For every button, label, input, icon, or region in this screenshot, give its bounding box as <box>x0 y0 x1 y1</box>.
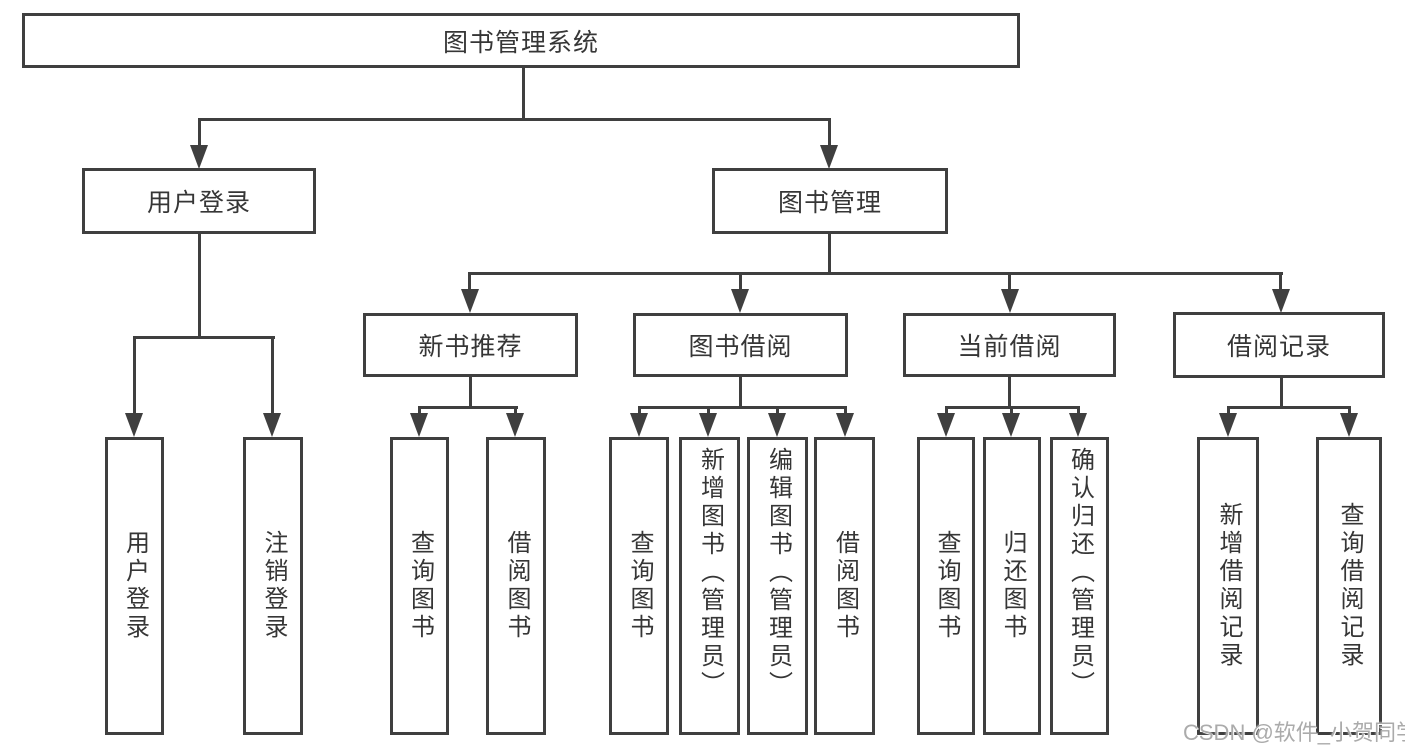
leaf-borrow-books: 借阅图书 <box>814 437 875 735</box>
connector-leaf-stem <box>418 406 421 416</box>
leaf-edit-books-label: 编辑图书（管理员） <box>764 447 792 699</box>
connector-leaf-stem <box>844 406 847 416</box>
connector-leaf-rail <box>418 406 518 409</box>
connector-leaf-stem <box>707 406 710 416</box>
node-new-book-recommend: 新书推荐 <box>363 313 578 377</box>
connector-branch-down <box>1008 375 1011 409</box>
connector-user-login-stem <box>198 118 201 148</box>
leaf-borrow-books-recommend: 借阅图书 <box>486 437 546 735</box>
leaf-logout: 注销登录 <box>243 437 303 735</box>
node-new-book-recommend-label: 新书推荐 <box>418 333 523 361</box>
connector-branch-stem <box>468 272 471 292</box>
node-library-system-label: 图书管理系统 <box>442 28 599 57</box>
arrow-down-icon <box>1272 289 1290 313</box>
connector-leaf-rail <box>1227 406 1351 409</box>
node-book-borrow: 图书借阅 <box>633 313 848 377</box>
connector-book-mgmt-stem <box>828 118 831 148</box>
csdn-watermark: CSDN @软件_小贺同学 <box>1183 720 1405 745</box>
connector-book-mgmt-down <box>828 232 831 274</box>
leaf-add-borrow-record: 新增借阅记录 <box>1197 437 1259 735</box>
connector-branch-down <box>1280 376 1283 409</box>
arrow-down-icon <box>937 413 955 437</box>
leaf-query-books-label: 查询图书 <box>406 530 434 642</box>
arrow-down-icon <box>263 413 281 437</box>
arrow-down-icon <box>1002 413 1020 437</box>
leaf-query-books-label: 查询图书 <box>933 530 960 642</box>
connector-leaf-rail <box>638 406 847 409</box>
node-library-system: 图书管理系统 <box>22 13 1020 68</box>
connector-leaf-stem <box>638 406 641 416</box>
connector-leaf-stem <box>776 406 779 416</box>
leaf-borrow-books-label: 借阅图书 <box>831 530 859 642</box>
arrow-down-icon <box>125 413 143 437</box>
connector-level2-rail <box>198 118 831 121</box>
leaf-borrow-books-label: 借阅图书 <box>503 530 530 642</box>
node-book-management: 图书管理 <box>712 168 948 234</box>
leaf-confirm-return-label: 确认归还（管理员） <box>1066 447 1094 699</box>
connector-user-login-down <box>198 232 201 338</box>
leaf-query-books-recommend: 查询图书 <box>390 437 449 735</box>
leaf-add-books-admin: 新增图书（管理员） <box>679 437 740 735</box>
leaf-query-borrow-record: 查询借阅记录 <box>1316 437 1382 735</box>
arrow-down-icon <box>1219 413 1237 437</box>
arrow-down-icon <box>1340 413 1358 437</box>
connector-branch-stem <box>739 272 742 292</box>
node-book-management-label: 图书管理 <box>777 189 882 217</box>
node-current-borrow: 当前借阅 <box>903 313 1116 377</box>
connector-user-login-rail <box>133 336 275 339</box>
connector-leaf-stem <box>1010 406 1013 416</box>
arrow-down-icon <box>836 413 854 437</box>
arrow-down-icon <box>190 145 208 169</box>
leaf-user-login: 用户登录 <box>105 437 164 735</box>
leaf-confirm-return-admin: 确认归还（管理员） <box>1050 437 1109 735</box>
leaf-add-borrow-record-label: 新增借阅记录 <box>1215 502 1242 670</box>
arrow-down-icon <box>461 289 479 313</box>
leaf-add-books-label: 新增图书（管理员） <box>696 447 724 699</box>
connector-branch-down <box>469 375 472 409</box>
connector-branch-down <box>739 375 742 409</box>
connector-leaf-stem <box>514 406 517 416</box>
connector-branch-stem <box>1279 272 1282 292</box>
leaf-edit-books-admin: 编辑图书（管理员） <box>747 437 808 735</box>
connector-leaf-stem <box>1227 406 1230 416</box>
leaf-logout-label: 注销登录 <box>260 530 287 642</box>
node-user-login: 用户登录 <box>82 168 316 234</box>
connector-leaf-stem <box>945 406 948 416</box>
arrow-down-icon <box>731 289 749 313</box>
leaf-query-borrow-record-label: 查询借阅记录 <box>1336 502 1363 670</box>
connector-leaf-stem <box>1348 406 1351 416</box>
connector-leaf-stem <box>1077 406 1080 416</box>
arrow-down-icon <box>820 145 838 169</box>
node-book-borrow-label: 图书借阅 <box>688 333 793 361</box>
arrow-down-icon <box>410 413 428 437</box>
node-current-borrow-label: 当前借阅 <box>957 333 1062 361</box>
arrow-down-icon <box>699 413 717 437</box>
leaf-user-login-label: 用户登录 <box>121 530 149 642</box>
arrow-down-icon <box>1001 289 1019 313</box>
node-borrow-records: 借阅记录 <box>1173 312 1385 378</box>
connector-leaf-stem <box>133 336 136 416</box>
leaf-query-books-borrow: 查询图书 <box>609 437 669 735</box>
leaf-query-books-label: 查询图书 <box>626 530 653 642</box>
connector-root-stem <box>522 66 525 120</box>
leaf-query-books-current: 查询图书 <box>917 437 975 735</box>
node-borrow-records-label: 借阅记录 <box>1226 333 1331 361</box>
connector-leaf-stem <box>271 336 274 416</box>
leaf-return-books: 归还图书 <box>983 437 1041 735</box>
node-user-login-label: 用户登录 <box>146 189 251 217</box>
leaf-return-books-label: 归还图书 <box>999 530 1026 642</box>
arrow-down-icon <box>630 413 648 437</box>
arrow-down-icon <box>506 413 524 437</box>
arrow-down-icon <box>768 413 786 437</box>
connector-branch-stem <box>1008 272 1011 292</box>
arrow-down-icon <box>1069 413 1087 437</box>
connector-level3-rail <box>468 272 1283 275</box>
